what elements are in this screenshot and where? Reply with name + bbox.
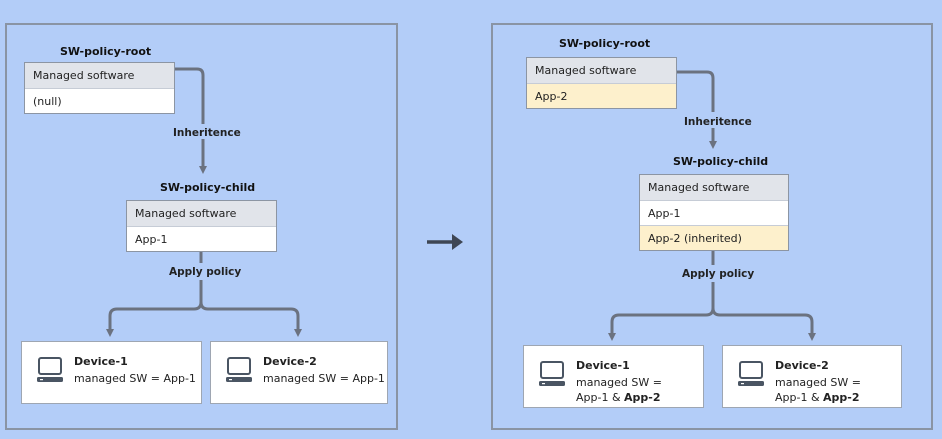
table-row: App-2	[527, 83, 676, 108]
apply-connector	[711, 307, 816, 341]
device-name: Device-2	[775, 359, 829, 372]
root-policy-title: SW-policy-root	[60, 45, 152, 58]
child-policy-table: Managed software App-1 App-2 (inherited)	[639, 174, 789, 251]
device-managed-sw: managed SW = App-1 & App-2	[775, 375, 861, 405]
root-policy-table: Managed software App-2	[526, 57, 677, 109]
device-name: Device-1	[576, 359, 630, 372]
device-card: Device-2 managed SW = App-1 & App-2	[722, 345, 902, 408]
sw-line2-app1: App-1 &	[576, 391, 625, 404]
computer-icon	[226, 357, 252, 382]
device-card: Device-1 managed SW = App-1	[21, 341, 202, 404]
sw-line2-app1: App-1 &	[775, 391, 824, 404]
table-row: (null)	[25, 88, 174, 113]
device-card: Device-1 managed SW = App-1 & App-2	[523, 345, 704, 408]
sw-line2-app2: App-2	[624, 391, 661, 404]
device-name: Device-2	[263, 355, 317, 368]
device-managed-sw: managed SW = App-1	[74, 372, 196, 385]
apply-connector	[106, 280, 203, 337]
table-header: Managed software	[527, 58, 676, 83]
device-name: Device-1	[74, 355, 128, 368]
device-managed-sw: managed SW = App-1	[263, 372, 385, 385]
apply-connector	[608, 282, 715, 341]
table-row: App-2 (inherited)	[640, 225, 788, 250]
sw-line2-app2: App-2	[823, 391, 860, 404]
inheritance-label: Inheritence	[684, 116, 752, 128]
child-policy-table: Managed software App-1	[126, 200, 277, 252]
table-row: App-1	[127, 226, 276, 251]
apply-policy-label: Apply policy	[169, 266, 242, 278]
device-card: Device-2 managed SW = App-1	[210, 341, 388, 404]
table-row: App-1	[640, 200, 788, 225]
table-header: Managed software	[127, 201, 276, 226]
inheritance-connector	[175, 67, 205, 124]
sw-line1: managed SW =	[775, 376, 861, 389]
apply-connector	[199, 301, 302, 337]
child-policy-title: SW-policy-child	[673, 155, 769, 168]
device-managed-sw: managed SW = App-1 & App-2	[576, 375, 662, 405]
table-header: Managed software	[640, 175, 788, 200]
root-policy-title: SW-policy-root	[559, 37, 651, 50]
computer-icon	[539, 361, 565, 386]
inheritance-label: Inheritence	[173, 127, 241, 139]
apply-policy-label: Apply policy	[682, 268, 755, 280]
child-policy-title: SW-policy-child	[160, 181, 256, 194]
table-header: Managed software	[25, 63, 174, 88]
sw-line1: managed SW =	[576, 376, 662, 389]
root-policy-table: Managed software (null)	[24, 62, 175, 114]
inheritance-connector	[677, 70, 715, 112]
computer-icon	[738, 361, 764, 386]
computer-icon	[37, 357, 63, 382]
